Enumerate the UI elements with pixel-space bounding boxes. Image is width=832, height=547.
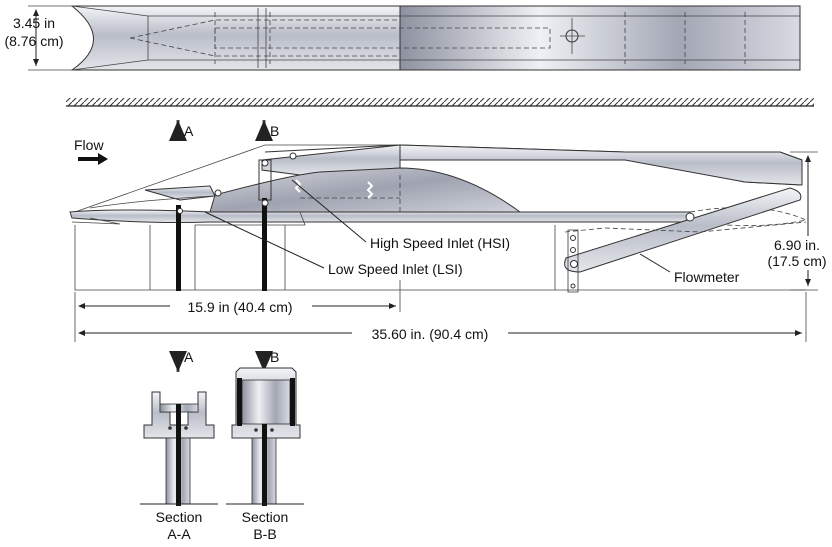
side-view-frame xyxy=(71,144,806,291)
top-view-rear-section xyxy=(399,5,801,71)
total-length-label: 35.60 in. (90.4 cm) xyxy=(372,326,489,342)
hsi-label: High Speed Inlet (HSI) xyxy=(370,235,510,251)
section-b-marker: B xyxy=(270,349,279,365)
section-b-b: B Section B-B xyxy=(226,349,304,542)
section-a-strut xyxy=(176,404,181,506)
width-dimension: 3.45 in (8.76 cm) xyxy=(4,5,72,71)
height-in-label: 6.90 in. xyxy=(774,237,820,253)
lsi-label: Low Speed Inlet (LSI) xyxy=(328,261,463,277)
section-marker-b: B xyxy=(255,120,279,141)
height-dimension: 6.90 in. (17.5 cm) xyxy=(764,151,830,291)
svg-text:A: A xyxy=(184,123,194,139)
section-a-marker: A xyxy=(184,349,194,365)
width-in-label: 3.45 in xyxy=(13,15,55,31)
section-b-channel xyxy=(241,379,291,425)
inlet-length-dimension: 15.9 in (40.4 cm) xyxy=(74,280,401,342)
flowmeter-arm xyxy=(564,187,802,273)
lsi-strut xyxy=(176,205,181,291)
lsi-callout: Low Speed Inlet (LSI) xyxy=(204,211,463,277)
flow-label: Flow xyxy=(74,137,104,153)
flowmeter-label: Flowmeter xyxy=(674,269,740,285)
flowmeter-callout: Flowmeter xyxy=(639,253,740,285)
total-length-dimension: 35.60 in. (90.4 cm) xyxy=(78,292,807,342)
width-cm-label: (8.76 cm) xyxy=(4,33,63,49)
lower-rail xyxy=(69,209,691,223)
hsi-strut xyxy=(262,198,267,291)
inlet-length-label: 15.9 in (40.4 cm) xyxy=(187,299,292,315)
ground-surface xyxy=(66,98,814,107)
section-a-id: A-A xyxy=(167,526,191,542)
svg-text:B: B xyxy=(270,123,279,139)
height-cm-label: (17.5 cm) xyxy=(767,253,826,269)
flow-arrow-icon xyxy=(78,153,108,165)
top-view-inlet-section xyxy=(70,5,401,71)
section-a-a: A Section A-A xyxy=(140,349,218,542)
section-b-title: Section xyxy=(242,509,289,525)
hsi-callout: High Speed Inlet (HSI) xyxy=(291,179,510,251)
section-marker-a: A xyxy=(169,120,194,141)
section-b-strut xyxy=(262,424,267,506)
section-a-title: Section xyxy=(156,509,203,525)
main-body xyxy=(209,167,522,213)
top-view xyxy=(70,5,801,71)
flow-indicator: Flow xyxy=(74,137,108,165)
section-b-id: B-B xyxy=(253,526,276,542)
